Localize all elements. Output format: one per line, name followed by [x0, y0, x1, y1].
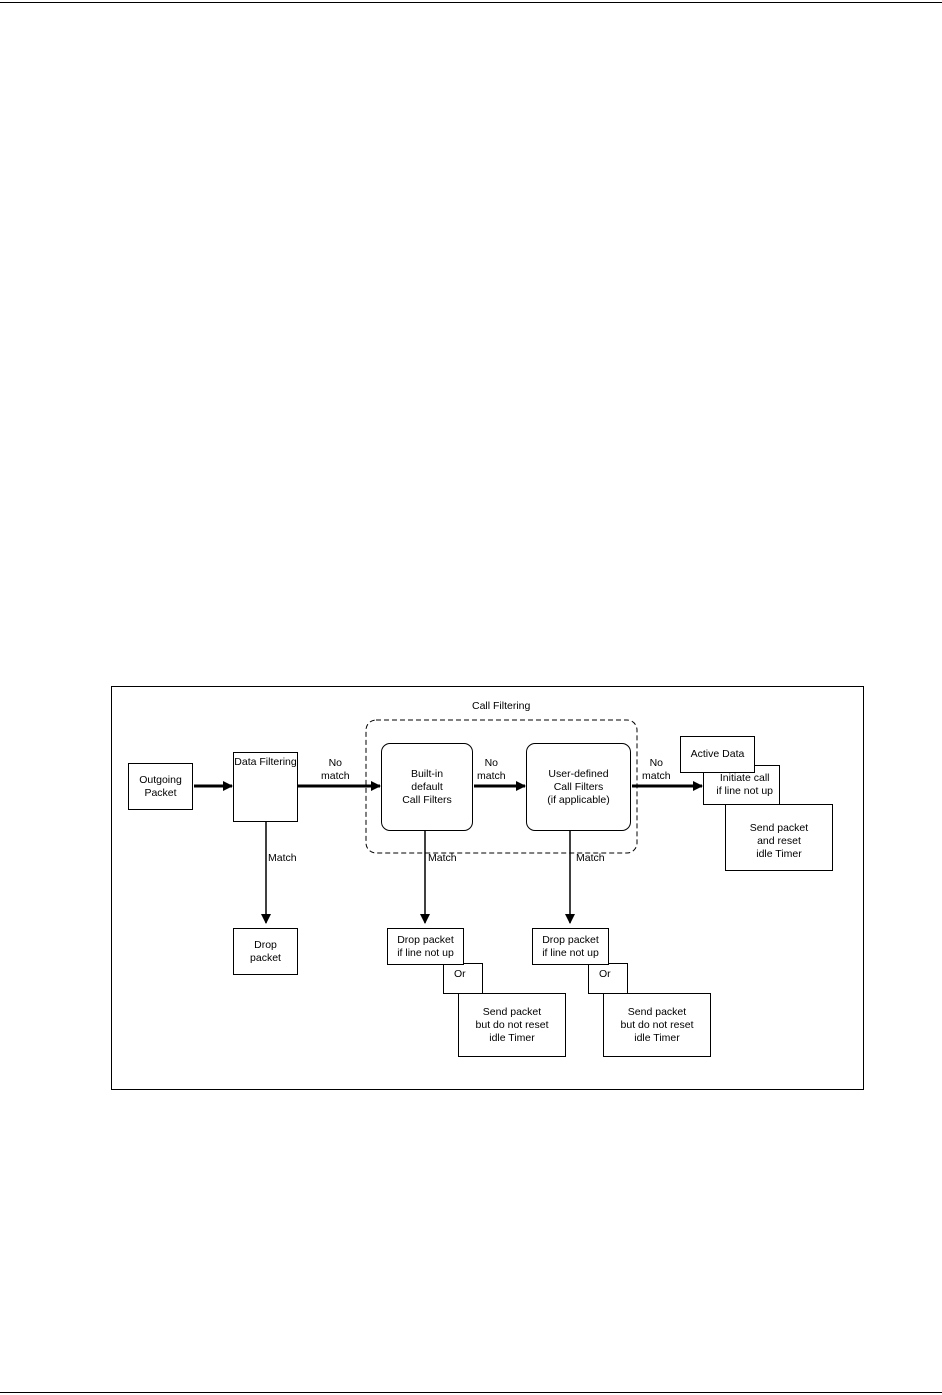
call-filtering-figure: Call Filtering Outgoing Packet Data Filt…: [111, 686, 864, 1090]
header-rule: [0, 2, 942, 3]
no-match-label-3: No match: [642, 757, 671, 782]
drop-packet-line-box-2: Drop packet if line not up: [532, 928, 609, 965]
no-match-label-1: No match: [321, 757, 350, 782]
no-match-label-2: No match: [477, 757, 506, 782]
drop-packet-line-box-1: Drop packet if line not up: [387, 928, 464, 965]
outgoing-packet-box: Outgoing Packet: [128, 763, 193, 810]
call-filtering-label: Call Filtering: [472, 700, 531, 712]
send-packet-no-reset-box-1: Send packet but do not reset idle Timer: [458, 993, 566, 1057]
active-data-box: Active Data: [680, 736, 755, 773]
send-packet-no-reset-box-2: Send packet but do not reset idle Timer: [603, 993, 711, 1057]
drop-packet-box: Drop packet: [233, 928, 298, 975]
match-label-2: Match: [428, 852, 457, 864]
match-label-1: Match: [268, 852, 297, 864]
builtin-call-filters-box: Built-in default Call Filters: [381, 743, 473, 831]
or-connector-box-2: Or: [588, 963, 628, 994]
match-label-3: Match: [576, 852, 605, 864]
footer-rule: [0, 1392, 942, 1393]
send-packet-reset-box: Send packet and reset idle Timer: [725, 804, 833, 871]
or-label-1: Or: [454, 968, 466, 980]
or-connector-box-1: Or: [443, 963, 483, 994]
flow-connectors: [194, 719, 703, 924]
data-filtering-box: Data Filtering: [233, 752, 298, 822]
or-label-2: Or: [599, 968, 611, 980]
user-defined-call-filters-box: User-defined Call Filters (if applicable…: [526, 743, 631, 831]
